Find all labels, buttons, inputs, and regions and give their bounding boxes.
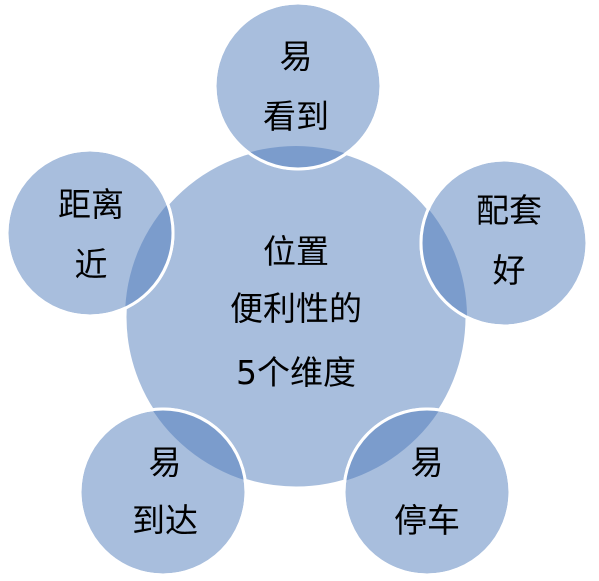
center-label-line-2: 便利性的 — [230, 289, 362, 328]
center-label-line-3: 5个维度 — [236, 353, 356, 392]
bottom-right-label-line-1: 易 — [411, 443, 444, 482]
top-label-line-2: 看到 — [263, 97, 329, 136]
bottom-right-label-line-2: 停车 — [394, 501, 460, 540]
overlap-bottom-left — [125, 409, 246, 488]
bottom-left-label-line-1: 易 — [149, 443, 182, 482]
left-label-line-1: 距离 — [58, 185, 124, 224]
left-label-line-2: 近 — [75, 245, 108, 284]
top-label-line-1: 易 — [280, 37, 313, 76]
right-label-line-2: 好 — [493, 251, 526, 290]
center-label-line-1: 位置 — [263, 232, 329, 271]
overlap-bottom-right — [344, 409, 467, 488]
right-label-line-1: 配套 — [476, 191, 542, 230]
bottom-left-label-line-2: 到达 — [132, 501, 198, 540]
